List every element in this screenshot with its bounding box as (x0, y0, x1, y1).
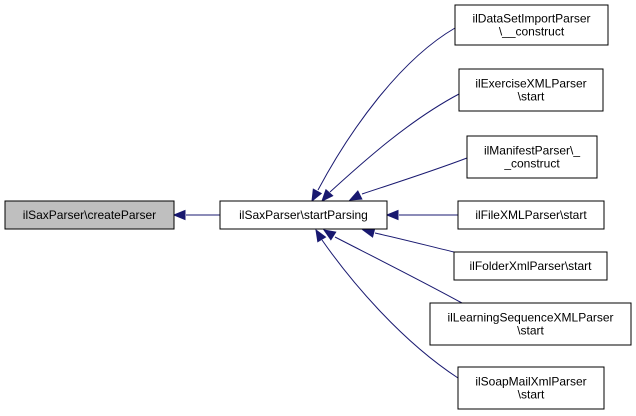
edge-line (321, 239, 459, 379)
node-label: \__construct (499, 25, 565, 39)
node-box (457, 366, 605, 410)
node-label: ilSaxParser\startParsing (239, 208, 368, 222)
node-create[interactable]: ilSaxParser\createParser (4, 200, 175, 230)
node-manifest[interactable]: ilManifestParser\__construct (466, 135, 598, 179)
node-box (4, 200, 175, 230)
edge-line (334, 236, 463, 304)
node-folder[interactable]: ilFolderXmlParser\start (453, 251, 608, 281)
node-file[interactable]: ilFileXMLParser\start (457, 200, 605, 230)
node-label: ilSoapMailXmlParser (475, 375, 586, 389)
nodes-layer: ilSaxParser\createParser ilSaxParser\star… (4, 4, 632, 410)
node-box (429, 302, 632, 346)
node-box (453, 251, 608, 281)
node-soapmail[interactable]: ilSoapMailXmlParser\start (457, 366, 605, 410)
edge-startParsing-to-create (172, 209, 220, 221)
edge-learning-to-startParsing (322, 229, 463, 304)
edge-exercise-to-startParsing (321, 93, 460, 202)
arrowhead-icon (321, 188, 334, 202)
arrowhead-icon (322, 229, 337, 241)
node-label: _construct (503, 157, 560, 171)
node-dataset[interactable]: ilDataSetImportParser\__construct (454, 4, 609, 46)
node-box (458, 68, 604, 112)
node-box (219, 200, 388, 230)
edge-line (317, 27, 456, 191)
arrowhead-icon (385, 209, 399, 221)
edge-manifest-to-startParsing (348, 157, 468, 201)
node-label: ilSaxParser\createParser (23, 208, 156, 222)
arrowhead-icon (315, 228, 327, 243)
node-label: ilFolderXmlParser\start (469, 259, 592, 273)
arrowhead-icon (348, 190, 363, 201)
node-label: ilExerciseXMLParser (475, 77, 586, 91)
edge-file-to-startParsing (385, 209, 458, 221)
node-learning[interactable]: ilLearningSequenceXMLParser\start (429, 302, 632, 346)
node-box (457, 200, 605, 230)
edge-line (374, 232, 455, 253)
node-box (454, 4, 609, 46)
arrowhead-icon (361, 227, 376, 238)
edge-soapmail-to-startParsing (315, 228, 459, 379)
edge-line (329, 93, 460, 193)
node-label: ilManifestParser\_ (484, 144, 580, 158)
arrowhead-icon (311, 188, 323, 203)
edge-dataset-to-startParsing (311, 27, 456, 203)
node-label: \start (517, 324, 544, 338)
node-label: ilFileXMLParser\start (475, 208, 587, 222)
edges-layer (172, 27, 468, 379)
node-exercise[interactable]: ilExerciseXMLParser\start (458, 68, 604, 112)
node-label: ilLearningSequenceXMLParser (447, 311, 613, 325)
arrowhead-icon (172, 209, 186, 221)
edge-folder-to-startParsing (361, 227, 455, 253)
node-box (466, 135, 598, 179)
node-startParsing[interactable]: ilSaxParser\startParsing (219, 200, 388, 230)
node-label: ilDataSetImportParser (472, 12, 590, 26)
node-label: \start (518, 90, 545, 104)
edge-line (361, 157, 468, 195)
node-label: \start (518, 388, 545, 402)
